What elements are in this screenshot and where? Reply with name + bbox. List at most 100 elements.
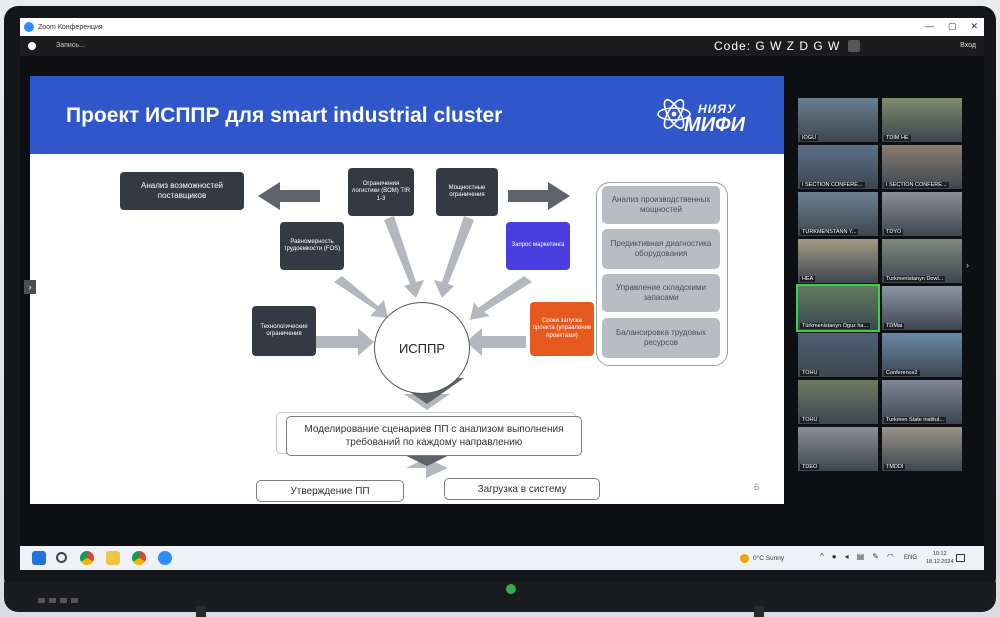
monitor-bezel-bottom [4,582,996,612]
participant-name: Conference2 [884,370,920,376]
windows-taskbar: 0°C Sunny ^ ● ◂ ▤ ✎ ◠ ENG 10:12 18.12.20… [20,546,984,570]
participant-name: TOHU [800,370,820,376]
slide-prev-arrow-icon[interactable]: › [24,280,36,294]
video-tile[interactable]: TDEO [798,427,878,471]
participant-name: Turkmen State institut... [884,417,946,423]
video-feed [798,286,878,330]
video-tile[interactable]: TOHU [798,333,878,377]
file-explorer-icon[interactable] [106,551,120,565]
weather-text: 0°C Sunny [753,555,785,562]
video-tile[interactable]: IOGU [798,98,878,142]
video-feed [798,333,878,377]
approve-box: Утверждение ПП [256,480,404,502]
language-indicator[interactable]: ENG [904,555,918,561]
close-button[interactable]: ✕ [970,21,978,31]
participant-name: HEA [800,276,816,282]
video-feed [882,192,962,236]
mephi-atom-logo-icon [657,99,691,129]
zoom-icon[interactable] [158,551,172,565]
wifi-icon[interactable]: ◠ [886,552,894,561]
participant-name: TOHU [800,417,820,423]
logo-text-top: НИЯУ [698,102,737,116]
participant-name: TDIM HE [884,135,911,141]
volume-icon[interactable]: ◂ [844,552,849,561]
participant-name: TDEO [800,464,820,470]
video-tile[interactable]: TOHU [798,380,878,424]
shared-slide: Проект ИСППР для smart industrial cluste… [30,76,784,504]
logistics-box: Ограничения логистики (BOM) TIR 1-3 [348,168,414,216]
right-panel-item-2: Предиктивная диагностика оборудования [602,229,720,269]
video-tile[interactable]: Türkmenistanyn Oguz ha... [796,284,880,332]
pen-icon[interactable]: ✎ [872,552,879,561]
video-feed [882,333,962,377]
participant-name: I SECTION CONFERE... [884,182,949,188]
network-icon[interactable]: ▤ [856,552,865,561]
capacity-box: Мощностные ограничения [436,168,498,216]
bezel-buttons [38,598,78,603]
participant-name: TDYO [884,229,904,235]
clock-date: 18.12.2024 [926,559,954,566]
video-feed [882,239,962,283]
slide-title: Проект ИСППР для smart industrial cluste… [66,104,503,127]
tech-box: Технологические ограничения [252,306,316,356]
right-panel-item-3: Управление складскими запасами [602,274,720,312]
deadlines-box: Сроки запуска проекта (управление проект… [530,302,594,356]
logo-text-bottom: МИФИ [684,114,746,136]
right-panel-item-4: Балансировка трудовых ресурсов [602,318,720,358]
participant-name: Turkmenistanyn Dowl... [884,276,946,282]
chevron-up-icon[interactable]: ^ [820,552,824,561]
modeling-box: Моделирование сценариев ПП с анализом вы… [286,416,582,456]
copy-code-icon[interactable] [848,40,860,52]
chrome-icon[interactable] [132,551,146,565]
search-icon[interactable] [56,552,67,563]
suppliers-box: Анализ возможностей поставщиков [120,172,244,210]
video-tile[interactable]: HEA [798,239,878,283]
video-tile[interactable]: Turkmen State institut... [882,380,962,424]
video-feed [882,286,962,330]
video-feed [882,427,962,471]
system-tray: ^ ● ◂ ▤ ✎ ◠ [820,552,894,561]
video-feed [882,98,962,142]
participant-name: I SECTION CONFERE... [800,182,865,188]
clock-time: 10:12 [932,551,947,557]
video-tile[interactable]: TDYO [882,192,962,236]
video-tile[interactable]: I SECTION CONFERE... [882,145,962,189]
video-feed [798,145,878,189]
zoom-app-icon [24,22,34,32]
video-feed [798,98,878,142]
video-tile[interactable]: Turkmenistanyn Dowl... [882,239,962,283]
chrome-icon[interactable] [80,551,94,565]
participant-name: IOGU [800,135,819,141]
participant-name: TDMai [884,323,905,329]
labor-box: Равномерность трудоемкости (FOS) [280,222,344,270]
sun-icon [740,554,749,563]
meeting-code: Code: G W Z D G W [714,39,841,53]
video-tile[interactable]: I SECTION CONFERE... [798,145,878,189]
isppr-center-circle: ИСППР [374,302,470,394]
windows-start-icon[interactable] [32,551,46,565]
window-title: Zoom Конференция [38,23,103,31]
gallery-next-arrow-icon[interactable]: › [966,260,969,270]
participant-name: Türkmenistanyn Oguz ha... [800,323,871,329]
recording-label: Запись... [56,42,85,49]
video-tile[interactable]: TMDDI [882,427,962,471]
upload-box: Загрузка в систему [444,478,600,500]
video-feed [798,192,878,236]
minimize-button[interactable]: — [924,21,934,31]
participant-name: TURKMENSTANN Y... [800,229,859,235]
exit-button[interactable]: Вход [960,42,976,49]
mic-icon[interactable]: ● [831,552,837,561]
video-tile[interactable]: TDIM HE [882,98,962,142]
video-tile[interactable]: TURKMENSTANN Y... [798,192,878,236]
video-tile[interactable]: Conference2 [882,333,962,377]
recording-icon[interactable] [28,42,36,50]
video-feed [882,145,962,189]
taskbar-clock[interactable]: 10:12 18.12.2024 [926,550,954,567]
marketing-box: Запрос маркетинга [506,222,570,270]
screen: Zoom Конференция — ▢ ✕ Запись... Code: G… [20,18,984,570]
weather-widget[interactable]: 0°C Sunny [740,554,784,563]
video-feed [882,380,962,424]
video-tile[interactable]: TDMai [882,286,962,330]
maximize-button[interactable]: ▢ [947,21,957,31]
notification-icon[interactable] [956,554,965,562]
